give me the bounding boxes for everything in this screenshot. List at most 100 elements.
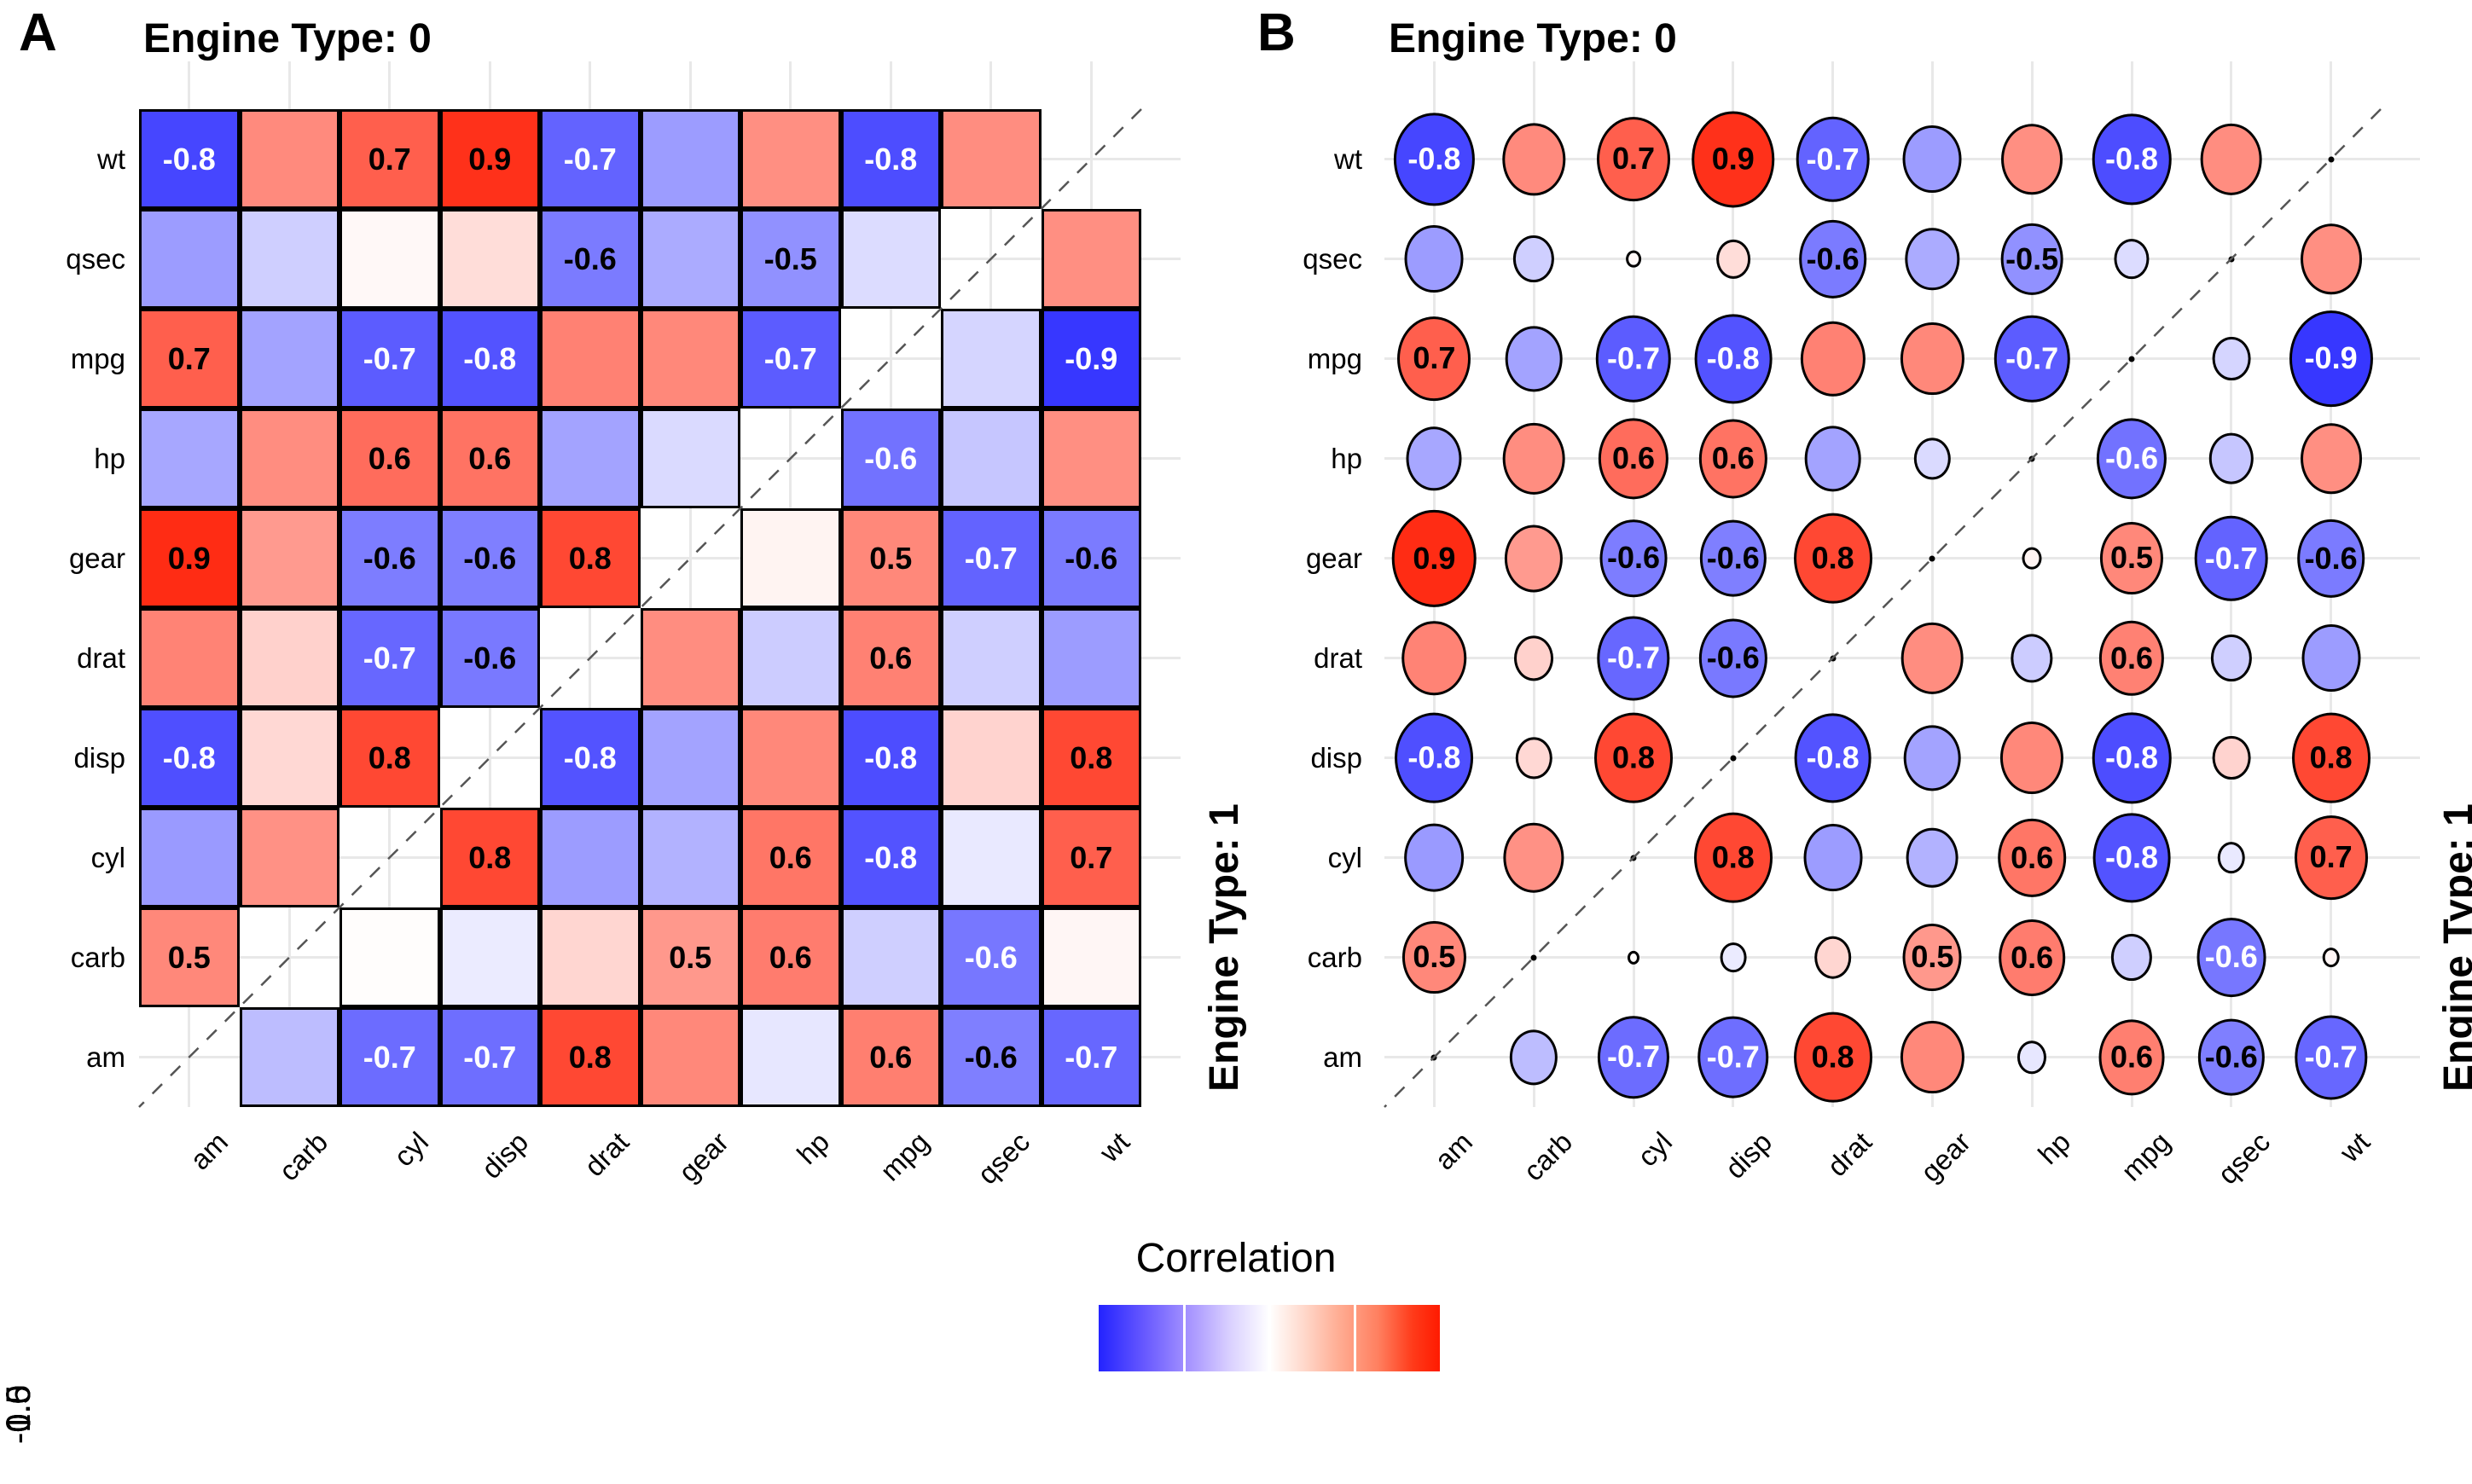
bubble-cell (2300, 422, 2362, 495)
bubble-cell (2300, 223, 2362, 295)
bubble-cell (1900, 1020, 1964, 1094)
y-axis-tick-label: hp (1331, 442, 1362, 474)
gridline-horizontal (1384, 557, 2420, 559)
y-axis-tick-label: wt (97, 142, 125, 175)
heatmap-cell: -0.6 (840, 409, 941, 508)
heatmap-cell (941, 808, 1042, 907)
bubble-cell (1813, 936, 1852, 979)
bubble-diagonal-point (2128, 356, 2135, 362)
bubble-cell (1406, 426, 1462, 491)
heatmap-cell: -0.7 (339, 309, 440, 409)
heatmap-cell: -0.6 (339, 508, 440, 608)
bubble-cell: -0.7 (1796, 116, 1870, 202)
heatmap-cell (540, 907, 641, 1007)
bubble-cell: -0.5 (2000, 223, 2063, 295)
bubble-cell (2210, 634, 2252, 682)
bubble-cell: -0.6 (2296, 519, 2365, 598)
y-axis-tick-label: gear (68, 542, 125, 574)
heatmap-cell: -0.7 (439, 1007, 540, 1107)
bubble-cell: 0.7 (2294, 814, 2368, 901)
y-axis-tick-label: mpg (70, 342, 125, 374)
bubble-cell (1804, 425, 1861, 492)
heatmap-cell (239, 608, 339, 708)
bubble-cell (2200, 123, 2263, 195)
heatmap-cell: -0.9 (1041, 309, 1141, 409)
bubble-cell (2212, 336, 2251, 381)
bubble-cell (1502, 122, 1565, 196)
legend-tick-mark (1182, 1305, 1186, 1371)
gridline-horizontal (1384, 756, 2420, 759)
bubble-cell: -0.6 (1698, 617, 1767, 699)
heatmap-cell (640, 808, 740, 907)
y-axis-tick-label: disp (73, 741, 125, 774)
gridline-horizontal (1384, 457, 2420, 460)
y-axis-tick-label: gear (1305, 542, 1362, 574)
bubble-cell (2000, 721, 2064, 795)
bubble-cell: 0.8 (1793, 513, 1872, 604)
heatmap-cell (439, 907, 540, 1007)
heatmap-cell: -0.6 (439, 508, 540, 608)
x-axis-tick-label: am (1428, 1126, 1479, 1176)
diagonal-separator-line (138, 108, 1142, 1108)
heatmap-cell: 0.6 (339, 409, 440, 508)
heatmap-cell: 0.8 (339, 708, 440, 808)
heatmap-cell (740, 508, 841, 608)
bubble-cell: 0.7 (1397, 316, 1471, 402)
bubble-cell: -0.6 (2096, 417, 2167, 500)
gridline-vertical (1930, 61, 1934, 1107)
bubble-cell (2322, 947, 2340, 968)
x-axis-tick-label: mpg (2115, 1126, 2177, 1187)
bubble-cell: -0.6 (1599, 519, 1668, 598)
y-axis-tick-label: mpg (1307, 342, 1362, 374)
heatmap-cell (239, 209, 339, 309)
heatmap-cell (640, 608, 740, 708)
x-axis-tick-label: hp (2032, 1126, 2077, 1171)
heatmap-cell: -0.8 (840, 708, 941, 808)
bubble-cell: -0.7 (1993, 315, 2070, 403)
y-axis-tick-label: am (86, 1041, 125, 1073)
bubble-cell (1510, 1029, 1558, 1086)
bubble-cell: -0.6 (2197, 1018, 2265, 1096)
heatmap-cell (941, 109, 1042, 209)
x-axis-tick-label: am (183, 1126, 234, 1176)
heatmap-cell (1041, 209, 1141, 309)
bubble-cell: 0.5 (2099, 521, 2164, 595)
heatmap-cell: -0.8 (540, 708, 641, 808)
panel-a-facet-top-label: Engine Type: 0 (143, 16, 432, 61)
heatmap-cell (941, 708, 1042, 808)
bubble-diagonal-point (1929, 555, 1935, 561)
heatmap-cell (740, 608, 841, 708)
bubble-cell: 0.6 (2098, 1018, 2165, 1096)
heatmap-cell: 0.7 (339, 109, 440, 209)
heatmap-cell: 0.5 (139, 907, 240, 1007)
bubble-cell (1516, 736, 1552, 780)
heatmap-cell: -0.7 (339, 608, 440, 708)
heatmap-cell (840, 907, 941, 1007)
heatmap-cell (339, 907, 440, 1007)
heatmap-cell (239, 1007, 339, 1107)
heatmap-cell (640, 309, 740, 409)
heatmap-cell: 0.6 (740, 907, 841, 1007)
bubble-cell (1715, 239, 1750, 279)
heatmap-cell (139, 409, 240, 508)
heatmap-cell (1041, 907, 1141, 1007)
legend-tick-label: 1.0 (0, 1385, 38, 1433)
heatmap-cell: 0.7 (139, 309, 240, 409)
y-axis-tick-label: cyl (1327, 841, 1362, 873)
panel-b-tag: B (1257, 3, 1296, 62)
y-axis-tick-label: qsec (1303, 242, 1362, 275)
bubble-cell (2011, 633, 2053, 683)
heatmap-cell (540, 309, 641, 409)
bubble-diagonal-point (1530, 954, 1537, 960)
gridline-horizontal (1384, 158, 2420, 160)
bubble-cell (1800, 321, 1866, 397)
heatmap-cell: 0.5 (840, 508, 941, 608)
heatmap-cell (540, 409, 641, 508)
gridline-horizontal (139, 557, 1181, 559)
heatmap-cell (740, 109, 841, 209)
heatmap-cell: -0.7 (339, 1007, 440, 1107)
bubble-cell: 0.9 (1392, 509, 1477, 607)
x-axis-tick-label: cyl (1631, 1126, 1679, 1173)
